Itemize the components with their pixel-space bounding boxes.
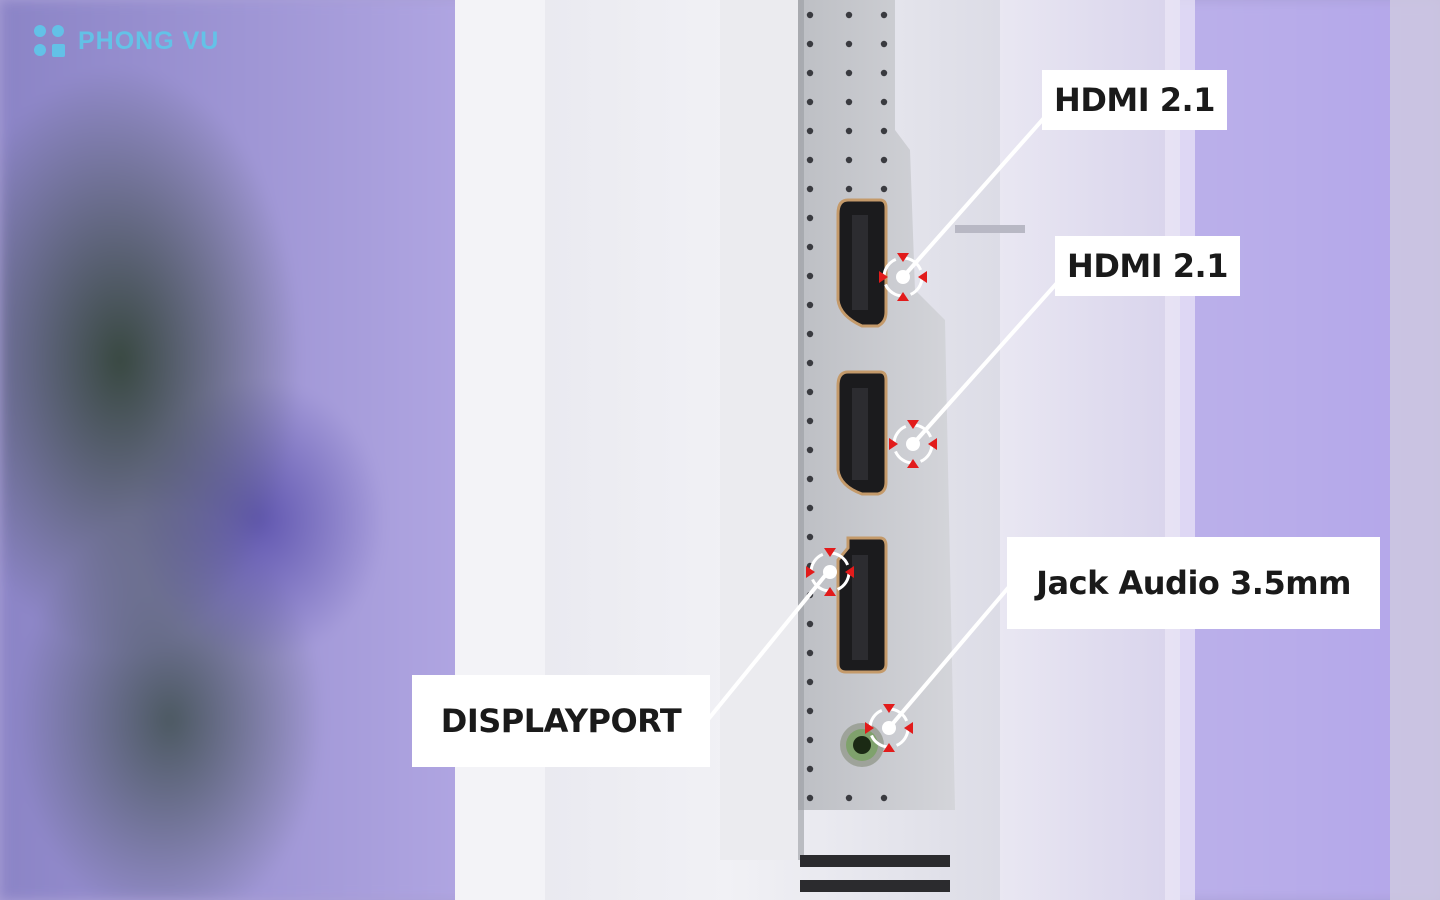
- vent-dot: [806, 765, 814, 773]
- vent-dot: [806, 98, 814, 106]
- marker-arrow: [883, 704, 895, 713]
- vent-dot: [806, 214, 814, 222]
- vent-dot: [845, 40, 853, 48]
- vent-dot: [880, 98, 888, 106]
- vent-dot: [845, 127, 853, 135]
- marker-arrow: [907, 420, 919, 429]
- vent-dot: [806, 156, 814, 164]
- vent-dot: [806, 359, 814, 367]
- vent-dot: [806, 301, 814, 309]
- vent-dot: [880, 127, 888, 135]
- vent-dot: [806, 707, 814, 715]
- vent-dot: [880, 40, 888, 48]
- brand-name: PHONG VU: [78, 26, 220, 55]
- vent-dot: [806, 649, 814, 657]
- port-markers: [806, 253, 937, 752]
- vent-dot: [806, 185, 814, 193]
- vent-dot: [880, 185, 888, 193]
- vent-dot: [806, 736, 814, 744]
- marker-arrow: [904, 722, 913, 734]
- marker-arrow: [918, 271, 927, 283]
- vent-dot: [806, 417, 814, 425]
- vent-dot: [806, 475, 814, 483]
- hdmi-port-2: [836, 370, 888, 496]
- vent-dot: [806, 40, 814, 48]
- vent-dot: [806, 504, 814, 512]
- callout-hdmi-1: HDMI 2.1: [1042, 70, 1227, 130]
- vent-dot: [806, 127, 814, 135]
- brand-logo-icon: [34, 25, 65, 57]
- marker-arrow: [879, 271, 888, 283]
- marker-arrow: [845, 566, 854, 578]
- vent-dot: [806, 620, 814, 628]
- vent-dot: [845, 69, 853, 77]
- vent-dot: [806, 678, 814, 686]
- callout-audio-jack: Jack Audio 3.5mm: [1007, 537, 1380, 629]
- vent-dot: [806, 388, 814, 396]
- marker-arrow: [897, 253, 909, 262]
- marker-arrow: [897, 292, 909, 301]
- vent-dot: [845, 794, 853, 802]
- vent-dot: [845, 156, 853, 164]
- marker-dot: [896, 270, 910, 284]
- vent-dot: [880, 11, 888, 19]
- marker-dot: [906, 437, 920, 451]
- brand-watermark: PHONG VU: [30, 22, 219, 60]
- vent-dot: [806, 272, 814, 280]
- leader-lines: [704, 116, 1059, 730]
- marker-arrow: [928, 438, 937, 450]
- marker-arrow: [865, 722, 874, 734]
- marker-arrow: [883, 743, 895, 752]
- vent-dot: [880, 794, 888, 802]
- displayport-port: [836, 536, 888, 674]
- vent-dot: [845, 98, 853, 106]
- vent-dot: [806, 69, 814, 77]
- marker-arrow: [824, 548, 836, 557]
- vent-dot: [845, 11, 853, 19]
- vent-dot: [845, 185, 853, 193]
- hdmi-port-1: [836, 198, 888, 328]
- marker-arrow: [806, 566, 815, 578]
- marker-arrow: [907, 459, 919, 468]
- vent-dot: [806, 330, 814, 338]
- vent-dot: [806, 446, 814, 454]
- vent-dot: [806, 11, 814, 19]
- marker-dot: [882, 721, 896, 735]
- vent-dot: [880, 69, 888, 77]
- callout-hdmi-2: HDMI 2.1: [1055, 236, 1240, 296]
- vent-dot: [806, 533, 814, 541]
- marker-arrow: [824, 587, 836, 596]
- vent-dot: [806, 243, 814, 251]
- vent-dot: [806, 794, 814, 802]
- marker-arrow: [889, 438, 898, 450]
- marker-dot: [823, 565, 837, 579]
- vent-dot: [880, 156, 888, 164]
- audio-jack-port: [840, 723, 884, 767]
- callout-displayport: DISPLAYPORT: [412, 675, 710, 767]
